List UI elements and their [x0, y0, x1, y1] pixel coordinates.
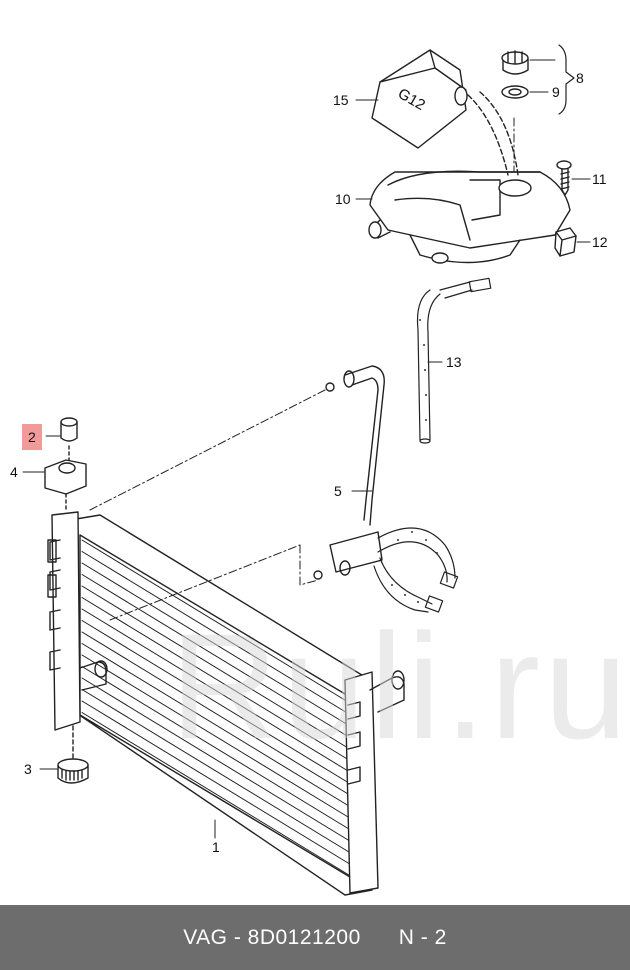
coolant-hoses	[373, 277, 492, 613]
bleed-screw	[60, 417, 78, 461]
callout-9: 9	[552, 84, 560, 100]
footer-gap	[361, 926, 399, 950]
screw	[556, 160, 572, 196]
callout-12: 12	[592, 234, 608, 250]
footer-bar: VAG - 8D0121200 N - 2	[0, 905, 630, 970]
footer-part-number: 8D0121200	[247, 925, 361, 949]
drain-plug	[57, 724, 89, 784]
parts-diagram: Ruli.ru 1 2 3 4 5 8 9 10 11 12 13 15 G12	[10, 44, 630, 896]
callout-2: 2	[22, 424, 42, 450]
callout-1: 1	[212, 839, 220, 855]
radiator	[47, 511, 405, 896]
footer-separator: -	[227, 925, 248, 949]
clip-nut	[554, 227, 577, 257]
callout-8: 8	[576, 70, 584, 86]
watermark-text: Ruli.ru	[170, 602, 630, 770]
cooling-system-drawing	[22, 44, 591, 896]
callout-15: 15	[333, 92, 349, 108]
coolant-pipe	[313, 365, 385, 580]
callout-13: 13	[446, 354, 462, 370]
footer-page: N - 2	[398, 925, 447, 949]
footer-brand: VAG	[183, 925, 228, 949]
filler-cap	[501, 50, 529, 75]
expansion-tank	[368, 170, 571, 264]
callout-3: 3	[24, 761, 32, 777]
callout-10: 10	[335, 191, 351, 207]
callout-5: 5	[334, 483, 342, 499]
callout-leaders	[22, 59, 591, 839]
assembly-lines	[89, 117, 515, 621]
callout-4: 4	[10, 464, 18, 480]
bracket	[44, 459, 87, 513]
seal-ring	[501, 85, 529, 99]
coolant-jug	[371, 49, 519, 176]
callout-11: 11	[592, 171, 607, 187]
